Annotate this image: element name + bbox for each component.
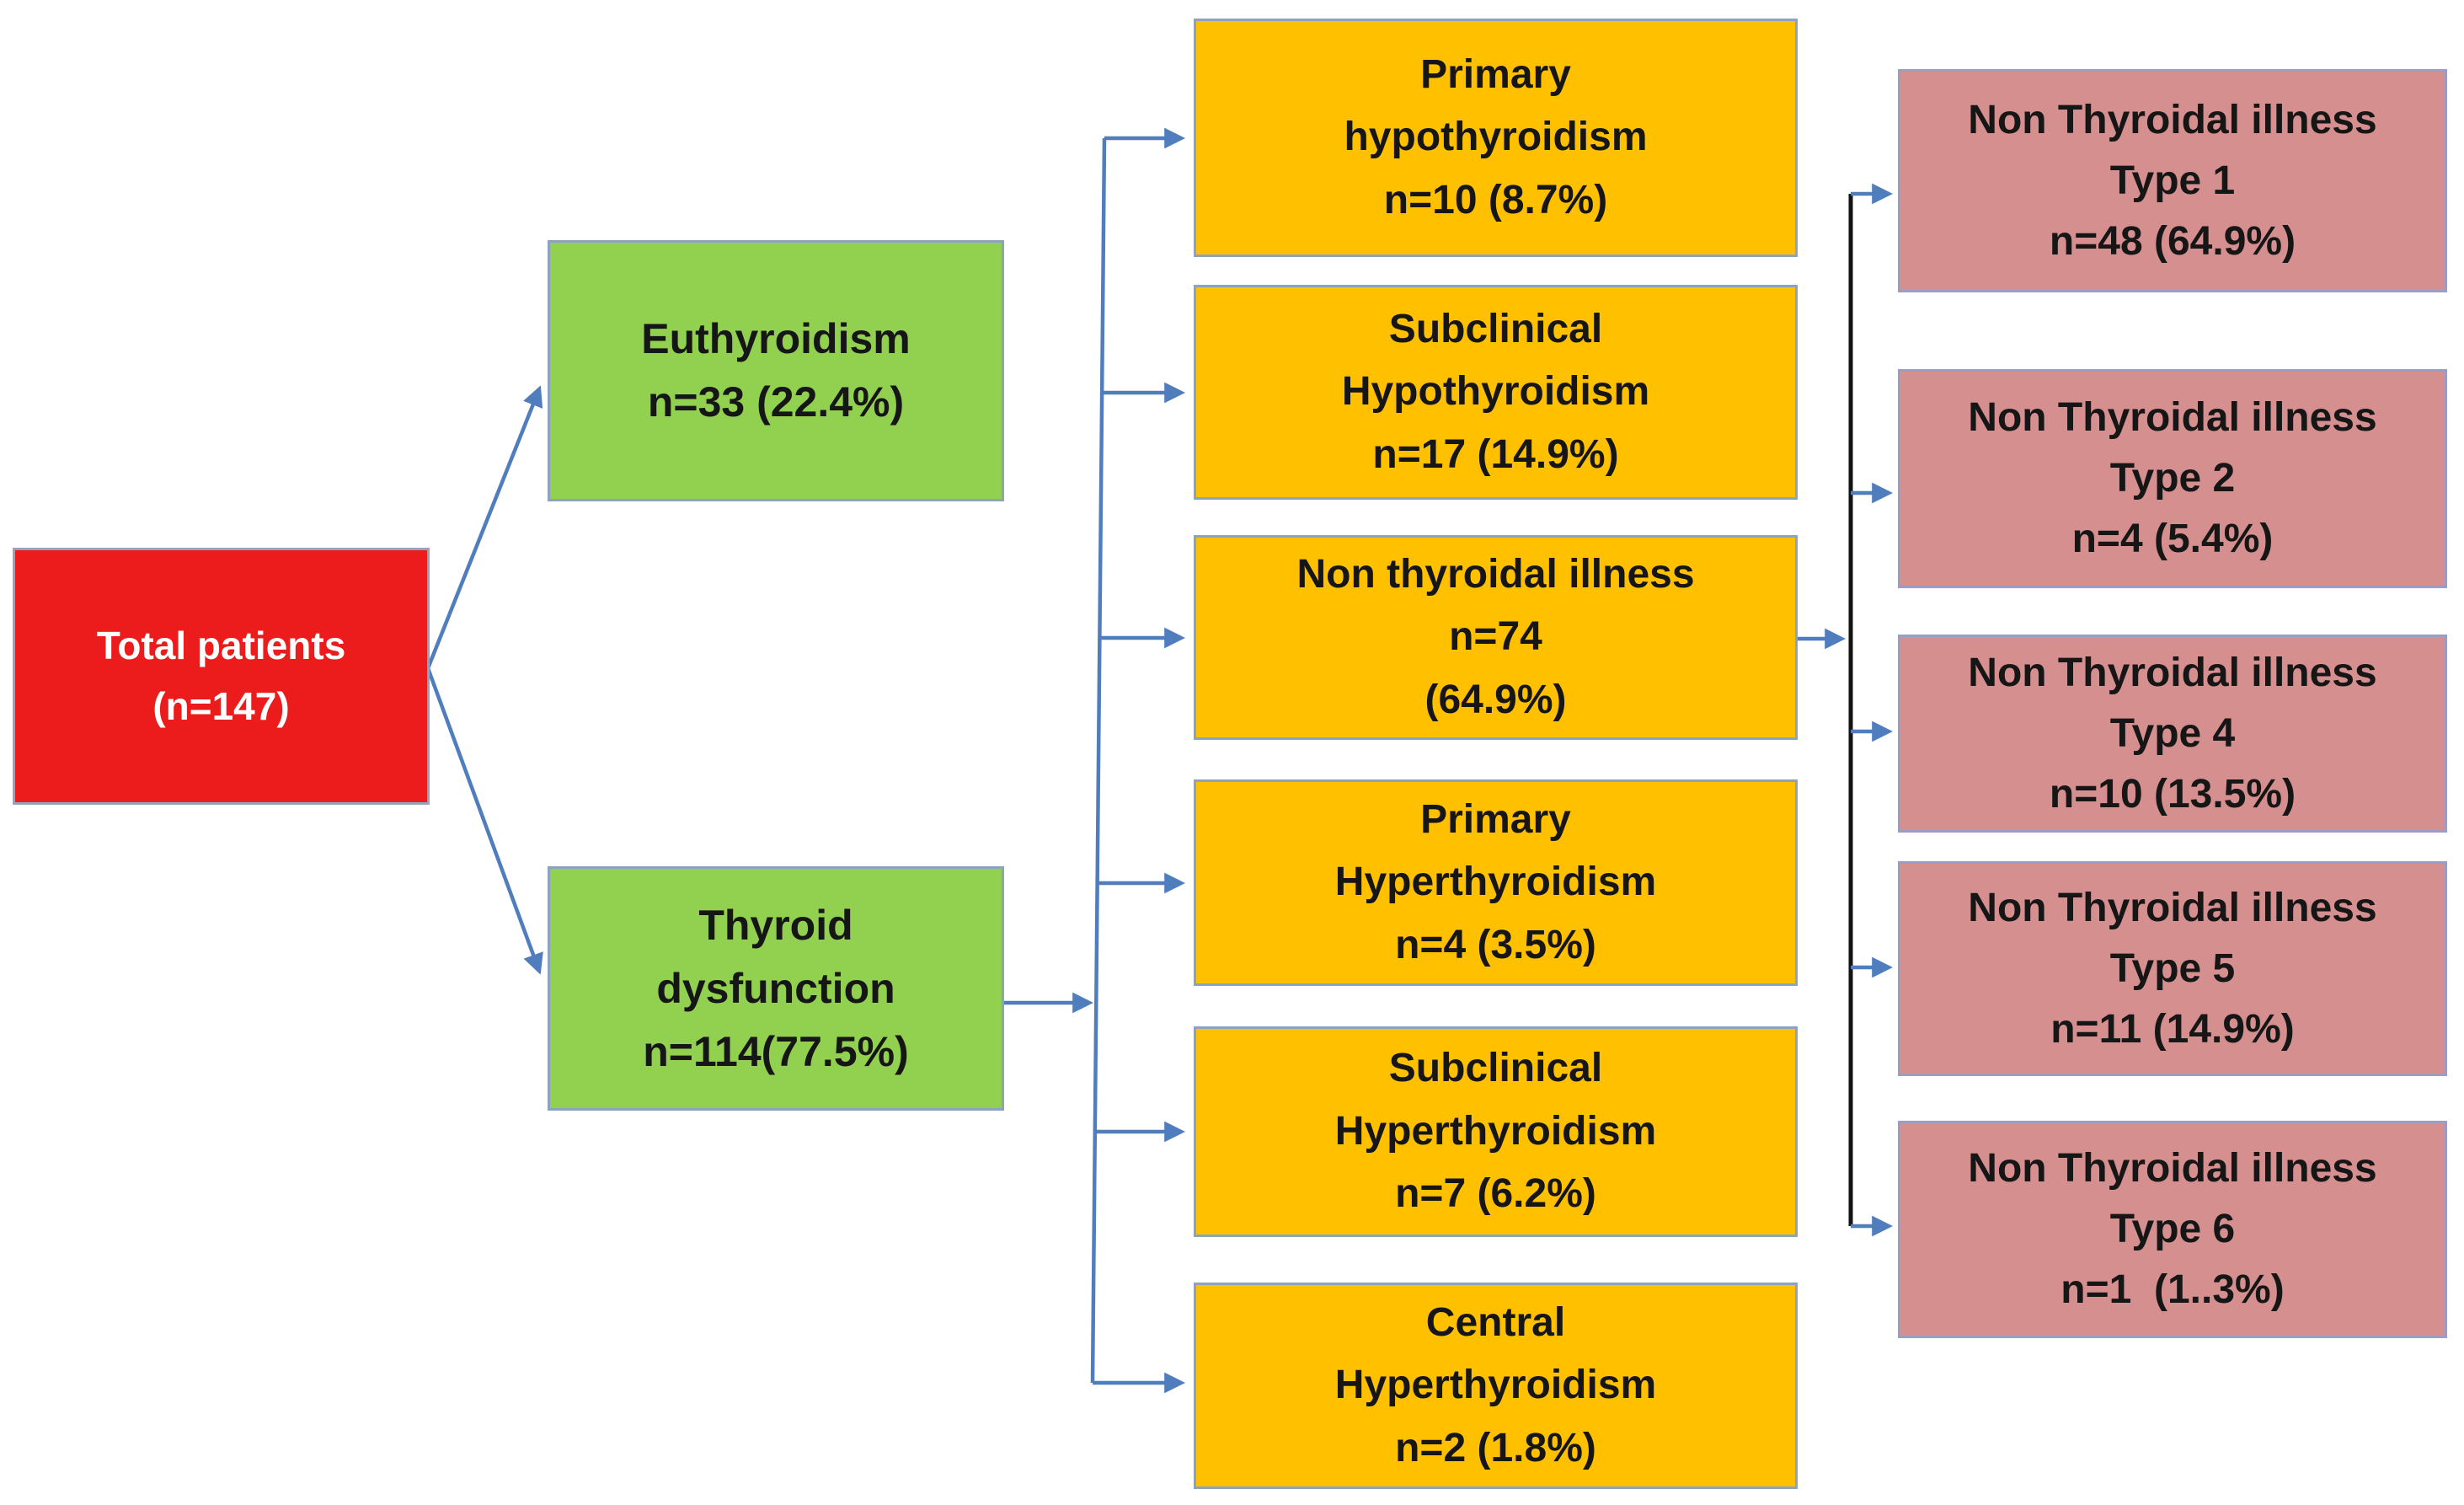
node-primary-hypothyroidism-label: Primary hypothyroidism n=10 (8.7%) [1344,51,1648,222]
node-euthyroidism-label: Euthyroidism n=33 (22.4%) [641,315,911,426]
node-nti-type-6-label: Non Thyroidal illness Type 6 n=1 (1..3%) [1968,1146,2377,1312]
node-total-patients: Total patients (n=147) [13,548,430,805]
node-nti-type-4-label: Non Thyroidal illness Type 4 n=10 (13.5%… [1968,650,2377,817]
node-non-thyroidal-illness: Non thyroidal illness n=74 (64.9%) [1194,535,1798,740]
node-nti-type-1: Non Thyroidal illness Type 1 n=48 (64.9%… [1898,69,2447,292]
edge-root-to-euthyroidism [425,385,543,669]
node-thyroid-dysfunction: Thyroid dysfunction n=114(77.5%) [548,866,1004,1111]
node-thyroid-dysfunction-label: Thyroid dysfunction n=114(77.5%) [643,901,909,1075]
node-nti-type-6: Non Thyroidal illness Type 6 n=1 (1..3%) [1898,1121,2447,1338]
node-primary-hyperthyroidism-label: Primary Hyperthyroidism n=4 (3.5%) [1334,796,1657,967]
node-central-hyperthyroidism-label: Central Hyperthyroidism n=2 (1.8%) [1334,1299,1657,1470]
node-central-hyperthyroidism: Central Hyperthyroidism n=2 (1.8%) [1194,1283,1798,1489]
middle-spine [1090,137,1107,1384]
node-nti-type-4: Non Thyroidal illness Type 4 n=10 (13.5%… [1898,635,2447,833]
node-primary-hyperthyroidism: Primary Hyperthyroidism n=4 (3.5%) [1194,779,1798,986]
node-total-patients-label: Total patients (n=147) [96,624,346,728]
node-nti-type-5-label: Non Thyroidal illness Type 5 n=11 (14.9%… [1968,885,2377,1052]
node-nti-type-1-label: Non Thyroidal illness Type 1 n=48 (64.9%… [1968,97,2377,264]
node-non-thyroidal-illness-label: Non thyroidal illness n=74 (64.9%) [1296,551,1695,722]
node-subclinical-hyperthyroidism: Subclinical Hyperthyroidism n=7 (6.2%) [1194,1026,1798,1237]
node-primary-hypothyroidism: Primary hypothyroidism n=10 (8.7%) [1194,19,1798,257]
node-nti-type-5: Non Thyroidal illness Type 5 n=11 (14.9%… [1898,861,2447,1076]
node-subclinical-hypothyroidism: Subclinical Hypothyroidism n=17 (14.9%) [1194,285,1798,500]
node-subclinical-hyperthyroidism-label: Subclinical Hyperthyroidism n=7 (6.2%) [1334,1046,1657,1217]
node-subclinical-hypothyroidism-label: Subclinical Hypothyroidism n=17 (14.9%) [1341,306,1650,477]
node-nti-type-2-label: Non Thyroidal illness Type 2 n=4 (5.4%) [1968,395,2377,561]
node-euthyroidism: Euthyroidism n=33 (22.4%) [548,240,1004,501]
edge-root-to-thyroid-dysfunction [425,667,543,975]
node-nti-type-2: Non Thyroidal illness Type 2 n=4 (5.4%) [1898,369,2447,588]
